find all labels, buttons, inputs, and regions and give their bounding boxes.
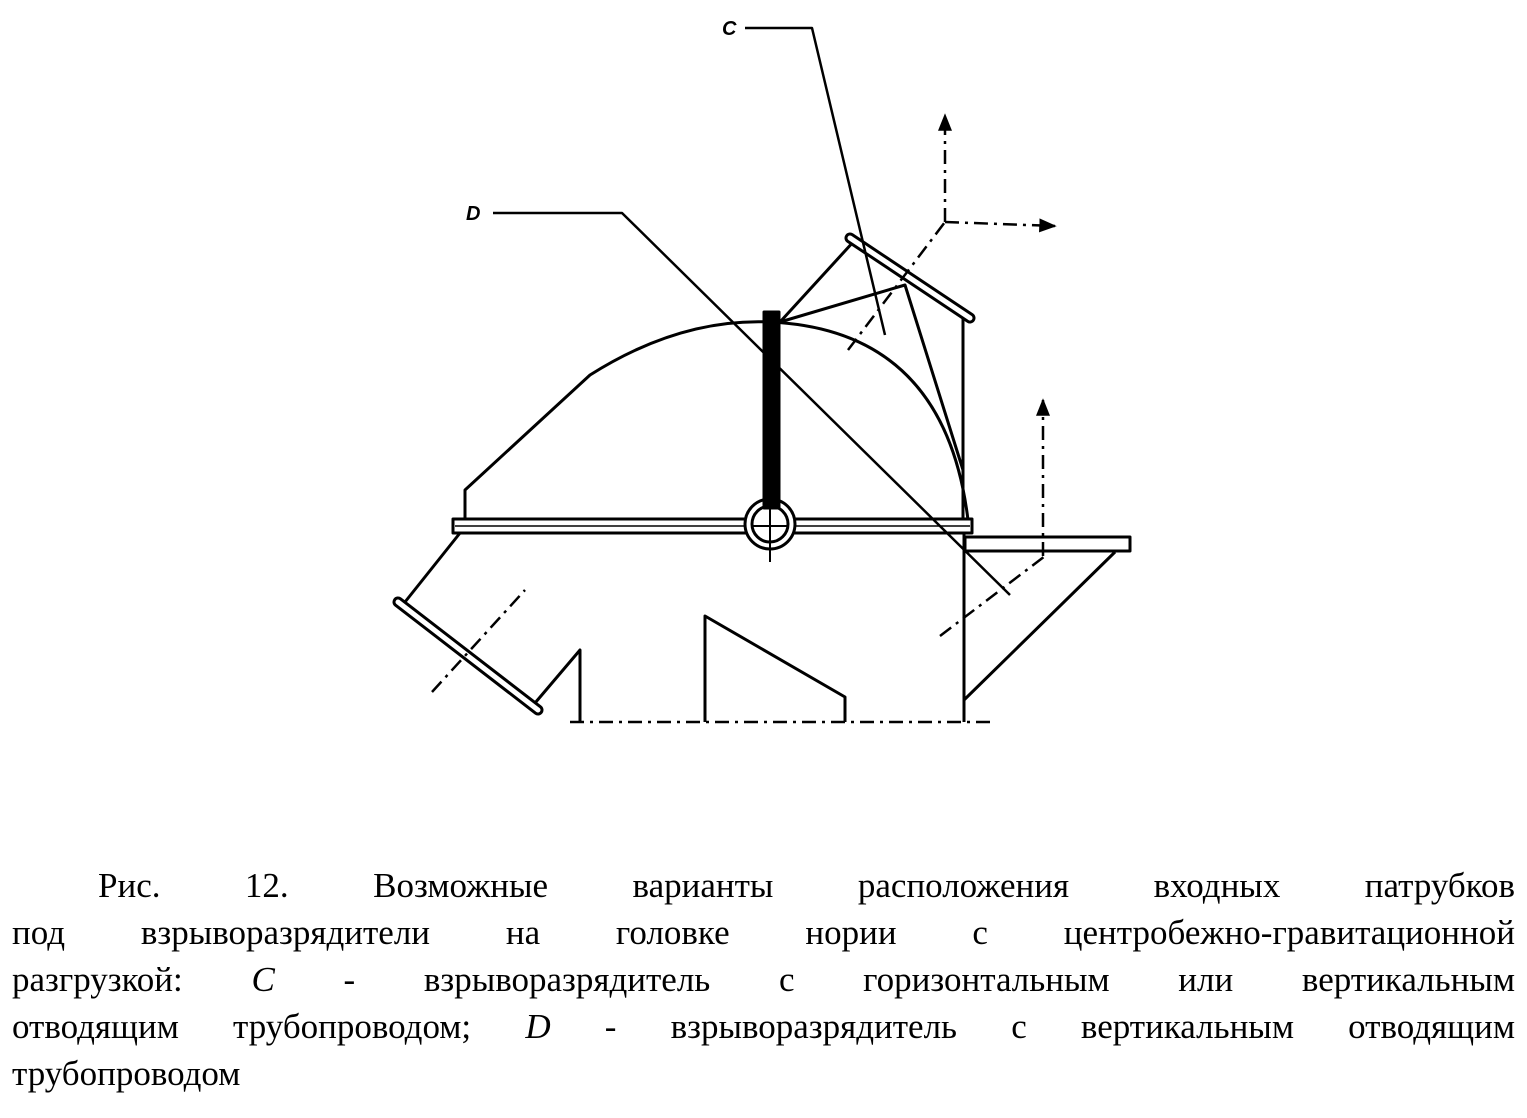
- caption-text: разгрузкой:: [12, 960, 252, 999]
- caption-symbol-c: C: [251, 960, 275, 999]
- caption-text: отводящим трубопроводом;: [12, 1007, 526, 1046]
- axis-right-outlet: [939, 555, 1046, 637]
- caption-line: отводящим трубопроводом; D - взрыворазря…: [12, 1003, 1515, 1050]
- caption-text: - взрыворазрядитель с вертикальным отвод…: [550, 1007, 1515, 1046]
- housing-outline: [463, 320, 970, 521]
- label-d: D: [466, 203, 480, 225]
- arrow-right-c: [944, 218, 1057, 233]
- vertical-partition: [762, 310, 781, 510]
- axis-c: [847, 221, 946, 351]
- figure-caption: Рис. 12. Возможные варианты расположения…: [12, 862, 1515, 1097]
- caption-line: Рис. 12. Возможные варианты расположения…: [98, 866, 1515, 905]
- label-c: C: [722, 18, 737, 40]
- noria-head-diagram: C D: [392, 18, 1132, 724]
- middle-partition: [703, 614, 847, 722]
- caption-symbol-d: D: [525, 1007, 551, 1046]
- right-outlet-flange: [963, 535, 1132, 553]
- caption-line: разгрузкой: C - взрыворазрядитель с гори…: [12, 956, 1515, 1003]
- leader-c: [745, 26, 887, 336]
- axis-left-nozzle: [431, 589, 526, 693]
- nozzle-c: [778, 238, 857, 324]
- leader-d: [493, 211, 1011, 596]
- caption-line: под взрыворазрядители на головке нории с…: [12, 913, 1515, 952]
- caption-text: - взрыворазрядитель с горизонтальным или…: [274, 960, 1516, 999]
- caption-line: трубопроводом: [12, 1054, 241, 1093]
